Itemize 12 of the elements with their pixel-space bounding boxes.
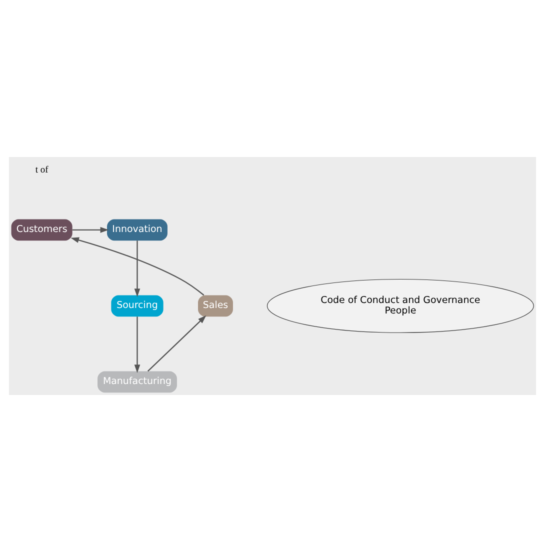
arrow	[147, 314, 206, 372]
node-box: Sourcing	[111, 294, 164, 316]
arrow	[134, 316, 140, 372]
arrow	[72, 226, 109, 232]
node-ellipse: Code of Conduct and Governance People	[266, 278, 534, 332]
node-box: Manufacturing	[98, 370, 177, 392]
arrow	[134, 240, 140, 296]
node-box: Customers	[11, 218, 72, 240]
node-box: Sales	[198, 294, 233, 316]
arrow	[70, 236, 204, 296]
label: t of	[35, 164, 48, 175]
node-box: Innovation	[107, 218, 168, 240]
